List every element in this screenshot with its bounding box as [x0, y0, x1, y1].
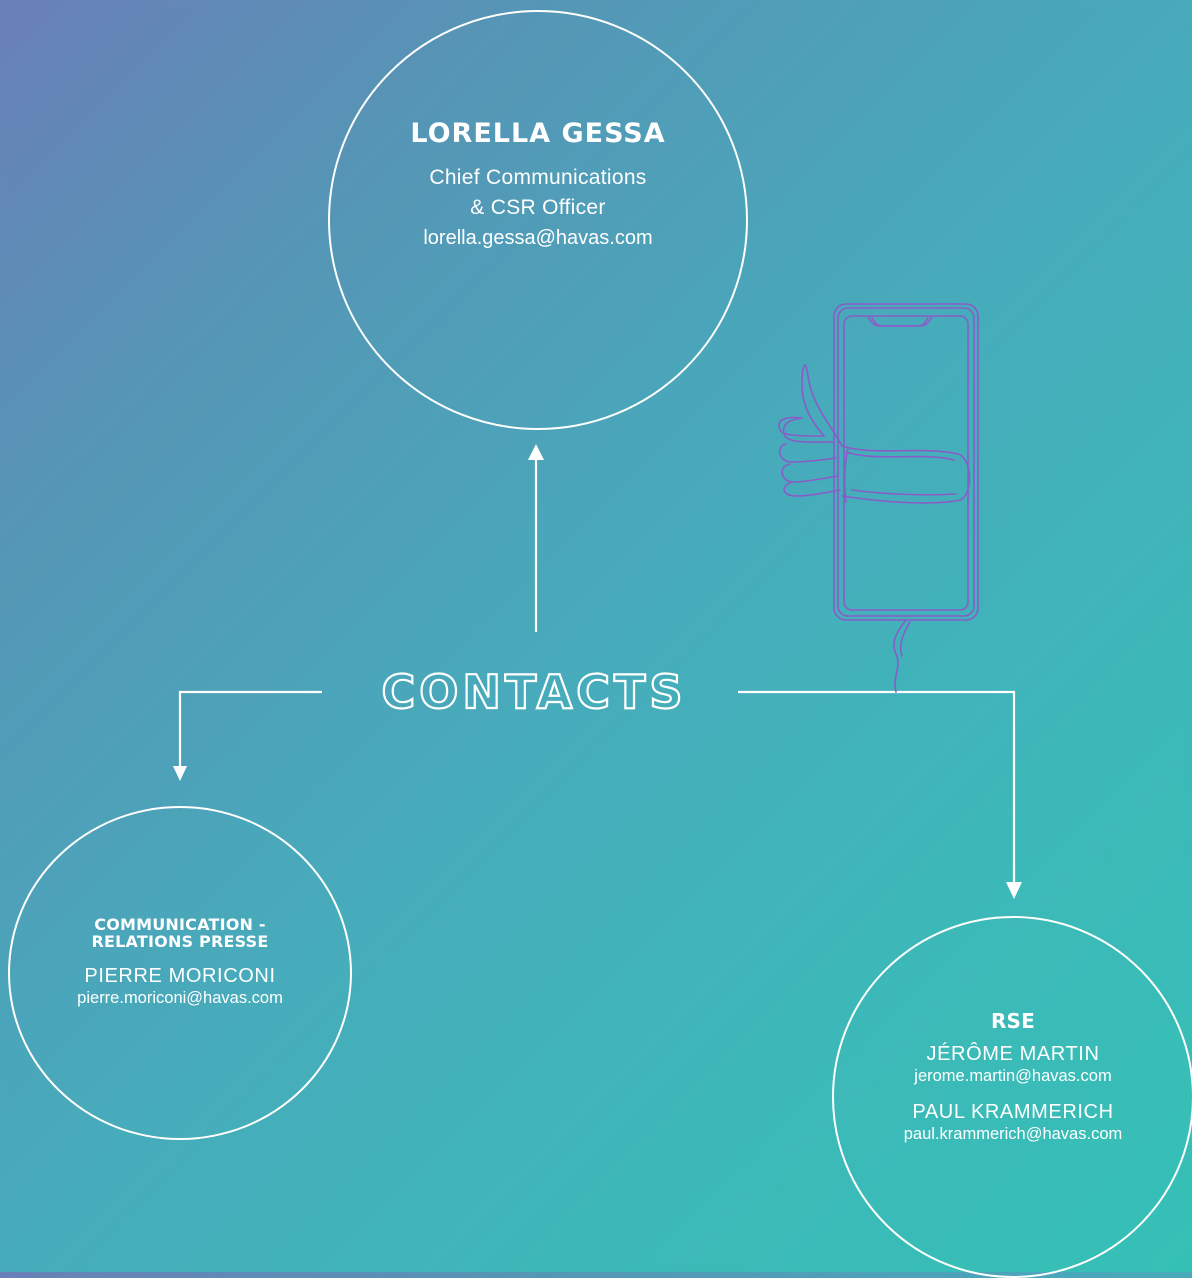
section-heading-line-1: COMMUNICATION -	[94, 915, 266, 934]
thumbs-up-phone-illustration	[778, 303, 979, 693]
contact-email[interactable]: pierre.moriconi@havas.com	[77, 989, 283, 1007]
section-heading-line-2: RELATIONS PRESSE	[91, 932, 269, 951]
contact-name: PAUL KRAMMERICH	[912, 1100, 1114, 1123]
contacts-title-text: CONTACTS	[381, 665, 686, 719]
contact-name: LORELLA GESSA	[410, 117, 666, 149]
arrow-up-icon	[528, 444, 544, 460]
rse-card: RSE JÉRÔME MARTIN jerome.martin@havas.co…	[832, 916, 1192, 1278]
connector-left	[178, 690, 322, 768]
contact-role-line-2: & CSR Officer	[470, 195, 606, 219]
contacts-title: CONTACTS	[380, 664, 686, 720]
contact-email[interactable]: jerome.martin@havas.com	[914, 1066, 1112, 1085]
arrow-down-icon	[1006, 882, 1022, 899]
contact-name: JÉRÔME MARTIN	[926, 1042, 1100, 1065]
press-relations-card: COMMUNICATION - RELATIONS PRESSE PIERRE …	[8, 806, 352, 1140]
contact-role-line-1: Chief Communications	[429, 165, 647, 189]
contact-name: PIERRE MORICONI	[84, 965, 276, 987]
connector-right	[738, 690, 1016, 884]
contact-email[interactable]: paul.krammerich@havas.com	[903, 1124, 1123, 1143]
arrow-down-icon	[173, 766, 187, 781]
section-heading: RSE	[990, 1008, 1036, 1033]
contact-email[interactable]: lorella.gessa@havas.com	[423, 226, 653, 249]
lorella-gessa-card: LORELLA GESSA Chief Communications & CSR…	[328, 10, 748, 430]
